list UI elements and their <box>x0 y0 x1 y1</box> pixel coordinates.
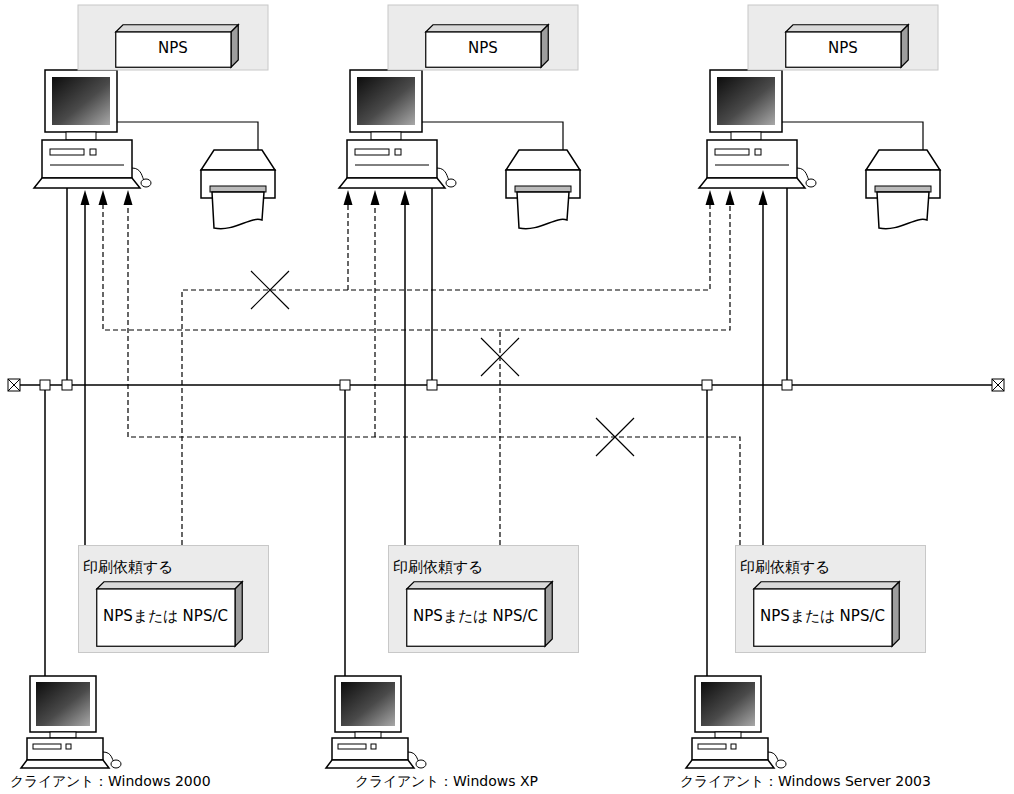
software-box: NPS <box>785 24 909 68</box>
client-pc <box>21 676 121 768</box>
callout-text: 印刷依頼する <box>393 558 574 577</box>
callout-panel: 印刷依頼する NPSまたは NPS/C <box>735 545 926 653</box>
box-text: NPS <box>425 32 541 64</box>
client-pc <box>686 676 786 768</box>
callout-panel <box>78 5 268 70</box>
arrowhead <box>81 190 768 205</box>
callout-panel <box>748 5 938 70</box>
callout-panel: 印刷依頼する NPSまたは NPS/C <box>78 545 269 653</box>
refused-request-line <box>128 204 740 545</box>
box-text: NPSまたは NPS/C <box>406 589 545 643</box>
refusal-cross <box>251 271 289 309</box>
request-line <box>85 204 763 545</box>
software-box: NPS <box>115 24 239 68</box>
box-text: NPS <box>115 32 231 64</box>
callout-panel <box>388 5 578 70</box>
callout-text: 印刷依頼する <box>740 558 921 577</box>
network-bus <box>20 384 992 386</box>
client-pc <box>326 676 426 768</box>
box-text: NPSまたは NPS/C <box>96 589 235 643</box>
callout-panel: 印刷依頼する NPSまたは NPS/C <box>388 545 579 653</box>
refused-request-line <box>103 204 730 545</box>
bus-tap <box>40 380 792 390</box>
server-with-printer <box>34 70 275 229</box>
box-text: NPSまたは NPS/C <box>753 589 892 643</box>
bus-terminator <box>992 379 1004 391</box>
bus-terminator <box>8 379 20 391</box>
client-os-label: クライアント：Windows 2000 <box>10 773 211 790</box>
software-box: NPSまたは NPS/C <box>96 581 243 647</box>
server-with-printer <box>699 70 940 229</box>
software-box: NPSまたは NPS/C <box>406 581 553 647</box>
callout-text: 印刷依頼する <box>83 558 264 577</box>
software-box: NPSまたは NPS/C <box>753 581 900 647</box>
bus-drop-line <box>45 188 787 676</box>
server-with-printer <box>339 70 580 229</box>
refusal-cross <box>596 418 634 456</box>
box-text: NPS <box>785 32 901 64</box>
refusal-cross <box>481 338 519 376</box>
software-box: NPS <box>425 24 549 68</box>
client-os-label: クライアント：Windows XP <box>355 773 538 790</box>
client-os-label: クライアント：Windows Server 2003 <box>680 773 931 790</box>
refused-request-line <box>182 204 710 545</box>
